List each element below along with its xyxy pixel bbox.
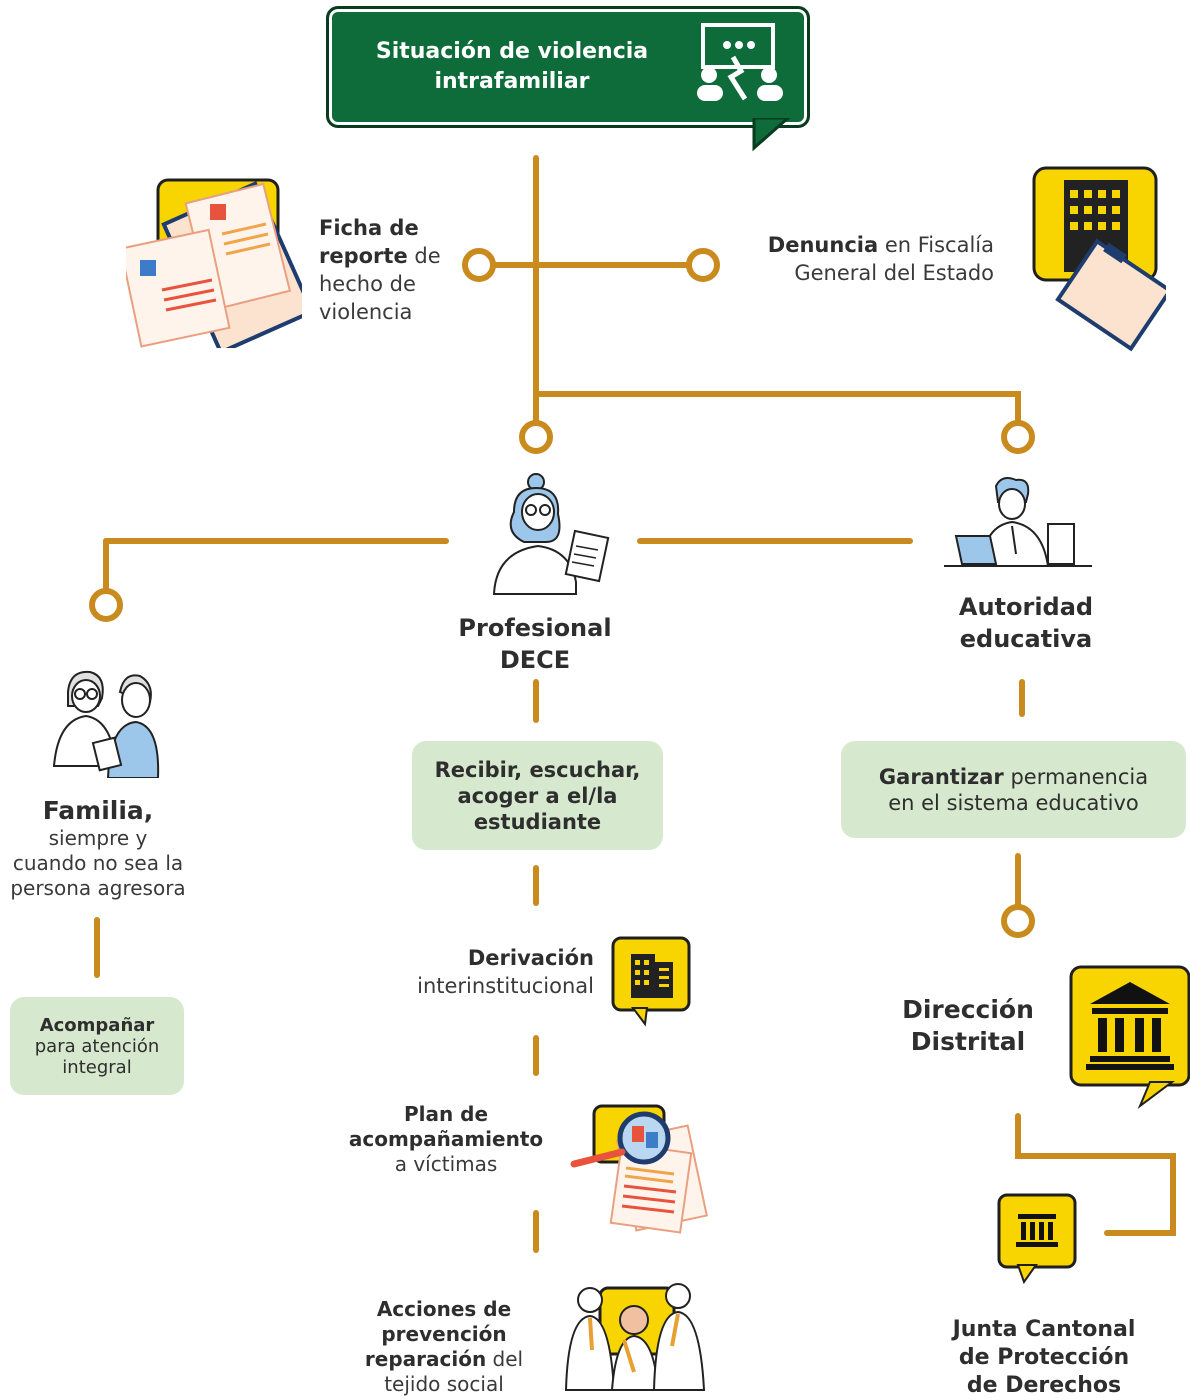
woman-with-document-icon xyxy=(492,473,610,595)
acompanar-bold: Acompañar xyxy=(39,1014,155,1036)
report-form-label: Ficha de reporte de hecho de violencia xyxy=(319,214,441,326)
dece-title: Profesional DECE xyxy=(430,612,640,676)
office-building-icon xyxy=(611,936,691,1027)
acciones-line4: tejido social xyxy=(384,1372,504,1396)
autoridad-line2: educativa xyxy=(959,625,1093,653)
acompanar-box: Acompañar para atención integral xyxy=(10,997,184,1095)
junta-line3: de Derechos xyxy=(966,1373,1122,1398)
conflict-chat-icon xyxy=(697,23,783,101)
denuncia-line2: General del Estado xyxy=(794,261,994,285)
garantizar-box: Garantizar permanencia en el sistema edu… xyxy=(841,741,1186,838)
header-title: Situación de violencia intrafamiliar xyxy=(357,37,667,97)
familia-line4: persona agresora xyxy=(10,876,186,900)
direccion-line2: Distrital xyxy=(910,1027,1026,1056)
garantizar-rest: permanencia xyxy=(1003,764,1149,789)
recibir-line2: acoger a el/la xyxy=(457,783,618,808)
elderly-couple-icon xyxy=(52,670,160,778)
autoridad-title: Autoridad educativa xyxy=(920,591,1132,655)
acciones-line1: Acciones de xyxy=(376,1297,512,1321)
header-title-line2: intrafamiliar xyxy=(434,69,590,94)
familia-bold: Familia, xyxy=(42,796,154,825)
plan-label: Plan de acompañamiento a víctimas xyxy=(348,1102,544,1177)
denuncia-label: Denuncia en Fiscalía General del Estado xyxy=(700,231,994,287)
dece-line1: Profesional xyxy=(458,614,612,642)
report-form-bold2: reporte xyxy=(319,244,408,268)
denuncia-bold: Denuncia xyxy=(767,233,879,257)
report-form-line4: violencia xyxy=(319,300,413,324)
acciones-label: Acciones de prevención reparación del te… xyxy=(352,1297,536,1397)
junta-line1: Junta Cantonal xyxy=(952,1317,1136,1342)
recibir-line3: estudiante xyxy=(473,809,602,834)
direccion-title: Dirección Distrital xyxy=(892,994,1044,1058)
courthouse-icon xyxy=(997,1193,1077,1285)
derivacion-line2: interinstitucional xyxy=(417,974,594,998)
government-building-icon xyxy=(1069,965,1190,1109)
people-group-icon xyxy=(564,1283,706,1391)
header-speech-tail xyxy=(752,118,791,152)
acompanar-line2: para atención xyxy=(34,1035,160,1057)
junta-title: Junta Cantonal de Protección de Derechos xyxy=(944,1316,1144,1400)
plan-line1: Plan de xyxy=(403,1102,489,1126)
derivacion-bold: Derivación xyxy=(467,946,594,970)
acciones-bold3: reparación xyxy=(364,1347,487,1371)
plan-line3: a víctimas xyxy=(394,1152,498,1176)
header-title-line1: Situación de violencia xyxy=(375,39,649,64)
magnifier-document-icon xyxy=(570,1104,708,1234)
report-form-icon xyxy=(126,178,302,348)
junta-line2: de Protección xyxy=(958,1345,1130,1370)
recibir-box: Recibir, escuchar, acoger a el/la estudi… xyxy=(412,741,663,850)
familia-label: Familia, siempre y cuando no sea la pers… xyxy=(0,796,196,901)
familia-line3: cuando no sea la xyxy=(12,851,184,875)
autoridad-line1: Autoridad xyxy=(958,593,1094,621)
header-card: Situación de violencia intrafamiliar xyxy=(326,6,810,128)
garantizar-bold: Garantizar xyxy=(878,764,1004,789)
direccion-line1: Dirección xyxy=(902,995,1034,1024)
report-form-bold: Ficha de xyxy=(319,216,419,240)
familia-line2: siempre y xyxy=(48,826,148,850)
report-form-line3: hecho de xyxy=(319,272,416,296)
report-form-rest: de xyxy=(407,244,441,268)
denuncia-rest: en Fiscalía xyxy=(878,233,994,257)
acciones-rest3: del xyxy=(486,1347,524,1371)
building-clipboard-icon xyxy=(1032,166,1166,352)
recibir-line1: Recibir, escuchar, xyxy=(434,757,641,782)
derivacion-label: Derivación interinstitucional xyxy=(360,944,594,1000)
garantizar-line2: en el sistema educativo xyxy=(888,790,1139,815)
plan-line2: acompañamiento xyxy=(348,1127,544,1151)
man-at-laptop-icon xyxy=(944,477,1092,567)
acompanar-line3: integral xyxy=(62,1056,132,1078)
acciones-line2: prevención xyxy=(381,1322,507,1346)
dece-line2: DECE xyxy=(499,646,571,674)
